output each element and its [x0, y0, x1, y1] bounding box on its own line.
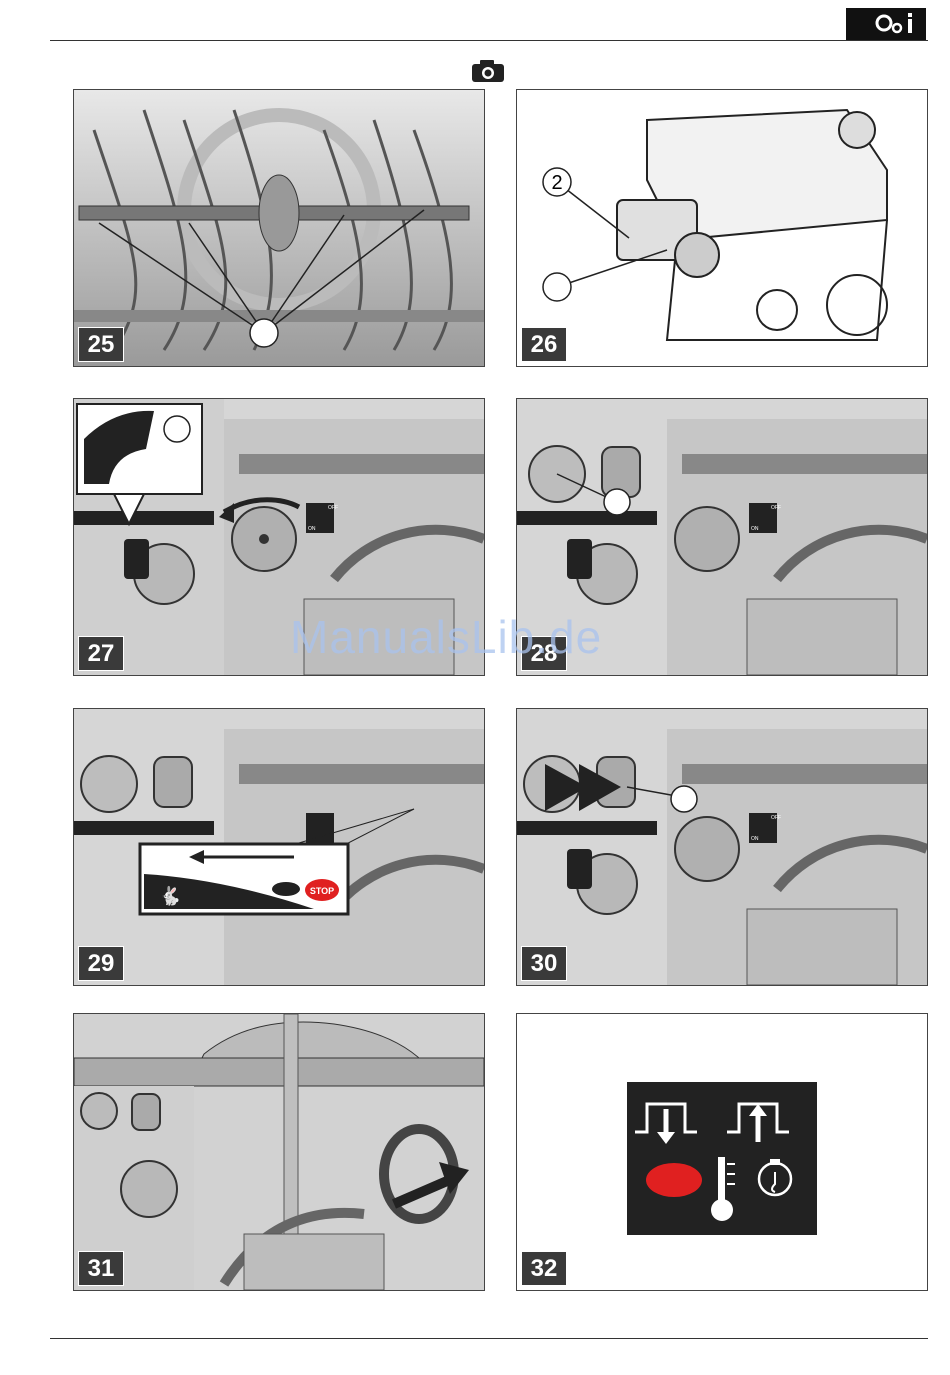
callout-circle	[164, 416, 190, 442]
stop-label: STOP	[310, 886, 334, 896]
figure-number: 27	[78, 636, 124, 671]
header-rule	[50, 40, 928, 41]
settings-info-icon	[846, 8, 926, 40]
callout-circle	[250, 319, 278, 347]
callout-number: 2	[551, 172, 562, 194]
dial-label-on: ON	[751, 836, 759, 842]
callout-circle	[543, 273, 571, 301]
figure-26: 2 26	[516, 89, 928, 367]
figure-number: 29	[78, 946, 124, 981]
figure-30: OFF ON 30	[516, 708, 928, 986]
figure-number: 32	[521, 1251, 567, 1286]
figure-29: 🐇 STOP 29	[73, 708, 485, 986]
callout-circle	[604, 489, 630, 515]
figure-25: 25	[73, 89, 485, 367]
callout-circle	[671, 786, 697, 812]
figure-31: 31	[73, 1013, 485, 1291]
figure-number: 31	[78, 1251, 124, 1286]
watermark: ManualsLib.de	[290, 610, 602, 664]
dial-label-off: OFF	[328, 505, 338, 511]
dial-label-off: OFF	[771, 815, 781, 821]
figure-32: 32	[516, 1013, 928, 1291]
header-badge	[846, 8, 926, 40]
dial-label-on: ON	[751, 526, 759, 532]
camera-icon	[471, 59, 505, 83]
figure-number: 30	[521, 946, 567, 981]
footer-rule	[50, 1338, 928, 1339]
dial-label-off: OFF	[771, 505, 781, 511]
figure-number: 25	[78, 327, 124, 362]
dial-label-on: ON	[308, 526, 316, 532]
figure-number: 26	[521, 327, 567, 362]
svg-text:🐇: 🐇	[159, 885, 181, 906]
